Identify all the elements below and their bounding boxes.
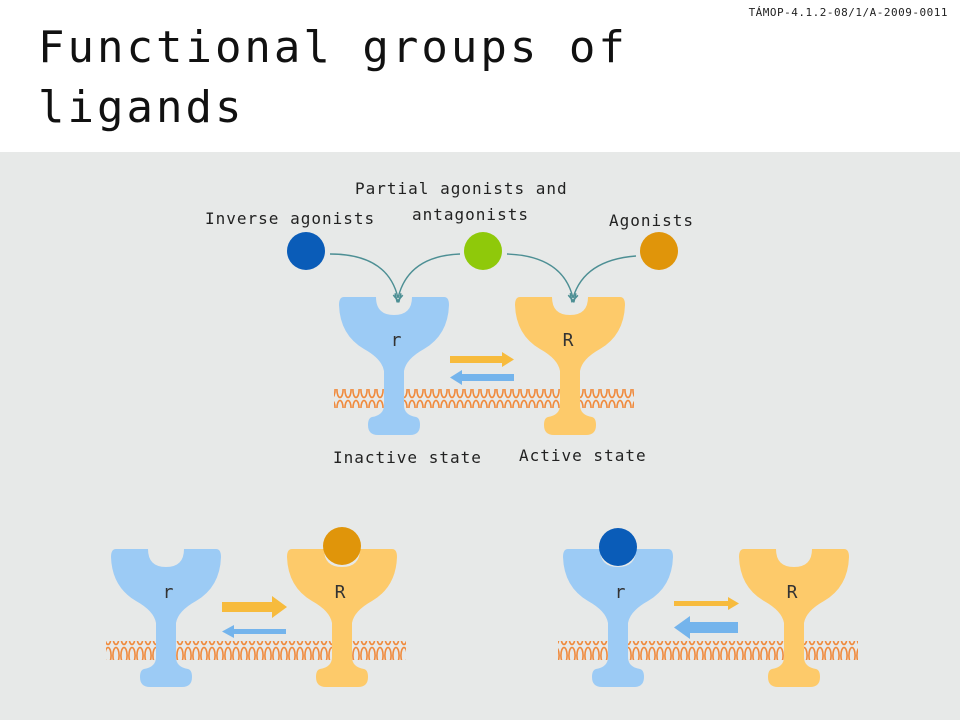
active-receptor-right (739, 549, 849, 687)
agonist-ligand (640, 232, 678, 270)
inverse-binding-arrow (329, 253, 398, 298)
inactive-receptor-right (563, 549, 673, 687)
partial-agonists-label-line2: antagonists (412, 205, 529, 224)
backward-arrow-head (450, 370, 462, 385)
inverse-agonist-bound-ligand (599, 528, 637, 566)
backward-arrow-head-left (222, 625, 234, 638)
title-line-2: ligands (38, 82, 245, 133)
forward-arrow-shaft-right (674, 601, 730, 606)
inactive-receptor-left (111, 549, 221, 687)
backward-arrow-shaft (462, 374, 514, 381)
active-receptor-letter-right: R (787, 582, 798, 603)
forward-arrow-head-right (728, 597, 739, 610)
agonist-bound-ligand (323, 527, 361, 565)
backward-arrow-shaft-left (232, 629, 286, 634)
cell-membrane-right (558, 641, 858, 660)
forward-arrow-shaft-left (222, 602, 274, 612)
inactive-state-label: Inactive state (333, 448, 482, 467)
partial-binding-arrow-active (506, 253, 573, 298)
active-receptor-letter-left: R (335, 582, 346, 603)
partial-agonist-ligand (464, 232, 502, 270)
forward-arrow-head-left (272, 596, 287, 618)
page-title: Functional groups of ligands (38, 18, 738, 138)
backward-arrow-shaft-right (688, 622, 738, 633)
inactive-receptor-letter-left: r (163, 582, 174, 603)
inverse-agonist-ligand (287, 232, 325, 270)
partial-agonists-label-line1: Partial agonists and (355, 179, 568, 198)
partial-binding-arrow-inactive (398, 253, 461, 298)
cell-membrane-left (106, 641, 406, 660)
inactive-receptor (339, 297, 449, 435)
header-area: TÁMOP-4.1.2-08/1/A-2009-0011 Functional … (0, 0, 960, 152)
active-receptor (515, 297, 625, 435)
forward-arrow-shaft (450, 356, 502, 363)
title-line-1: Functional groups of (38, 22, 628, 73)
active-receptor-left (287, 549, 397, 687)
forward-arrow-head (502, 352, 514, 367)
active-receptor-letter: R (563, 330, 574, 351)
inactive-receptor-letter-right: r (615, 582, 626, 603)
agonist-binding-arrow (573, 255, 637, 298)
active-state-label: Active state (519, 446, 647, 465)
backward-arrow-head-right (674, 616, 690, 639)
inactive-receptor-letter: r (391, 330, 402, 351)
cell-membrane (334, 389, 634, 408)
inverse-agonists-label: Inverse agonists (205, 209, 375, 228)
agonists-label: Agonists (609, 211, 694, 230)
project-code: TÁMOP-4.1.2-08/1/A-2009-0011 (748, 6, 948, 19)
